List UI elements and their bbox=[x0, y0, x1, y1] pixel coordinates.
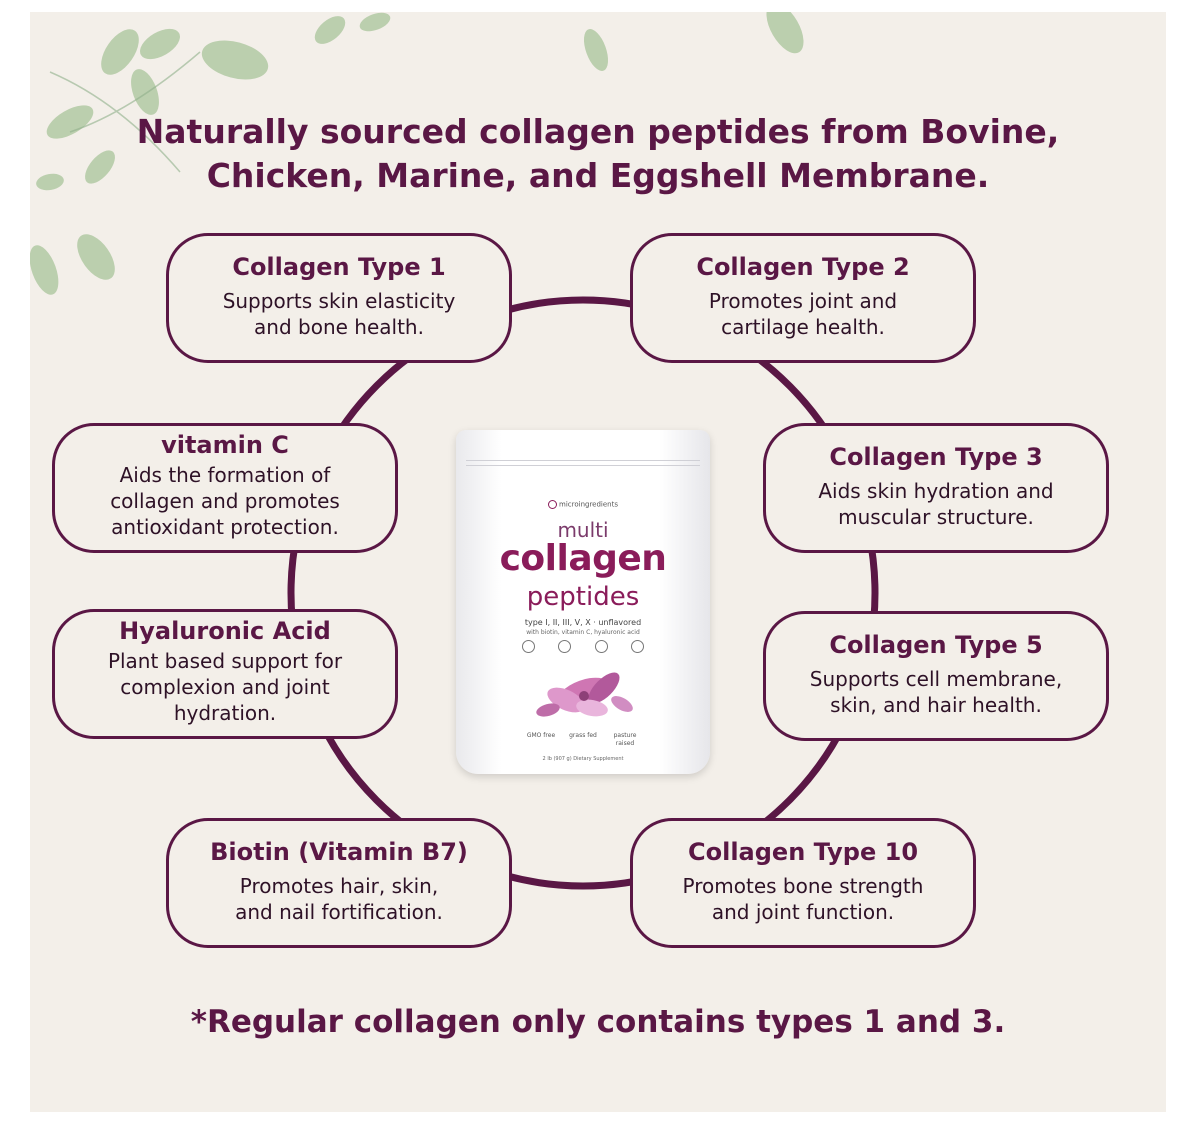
leaf-icon bbox=[140, 28, 180, 60]
card-description: Supports cell membrane, skin, and hair h… bbox=[809, 667, 1063, 717]
card-description: Aids skin hydration and muscular structu… bbox=[818, 479, 1054, 529]
leaf-icon bbox=[201, 40, 269, 80]
pouch-seal bbox=[466, 460, 700, 466]
headline-line-1: Naturally sourced collagen peptides from… bbox=[136, 112, 1060, 151]
badge-icon bbox=[594, 640, 608, 653]
brand-logo-icon bbox=[548, 500, 557, 509]
footnote: *Regular collagen only contains types 1 … bbox=[190, 1004, 1006, 1040]
flower-icon bbox=[536, 672, 633, 717]
card-title: Collagen Type 3 bbox=[829, 443, 1043, 471]
leaf-icon bbox=[36, 173, 64, 191]
connector-ring bbox=[287, 296, 879, 890]
claim-pasture: pasture raised bbox=[613, 732, 637, 747]
leaf-decoration bbox=[30, 12, 804, 295]
card-title: Collagen Type 5 bbox=[829, 631, 1043, 659]
product-badges bbox=[522, 640, 644, 653]
leaf-icon bbox=[101, 29, 139, 75]
card-vitamin-c: vitamin C Aids the formation of collagen… bbox=[52, 423, 398, 553]
product-weight: 2 lb (907 g) Dietary Supplement bbox=[542, 756, 624, 762]
badge-icon bbox=[630, 640, 644, 653]
product-types: type I, II, III, V, X · unflavored bbox=[524, 618, 642, 627]
leaf-icon bbox=[131, 69, 159, 115]
page-title: Naturally sourced collagen peptides from… bbox=[30, 110, 1166, 198]
product-name-line-3: peptides bbox=[526, 582, 640, 612]
card-title: Collagen Type 10 bbox=[687, 838, 919, 866]
card-biotin: Biotin (Vitamin B7) Promotes hair, skin,… bbox=[166, 818, 512, 948]
card-title: vitamin C bbox=[161, 431, 289, 459]
leaf-icon bbox=[30, 245, 59, 295]
card-title: Biotin (Vitamin B7) bbox=[210, 838, 468, 866]
claim-gmo: GMO free bbox=[526, 732, 556, 739]
card-collagen-type-2: Collagen Type 2 Promotes joint and carti… bbox=[630, 233, 976, 363]
leaf-icon bbox=[766, 12, 804, 54]
card-description: Plant based support for complexion and j… bbox=[107, 649, 343, 725]
infographic-panel: Naturally sourced collagen peptides from… bbox=[30, 12, 1166, 1112]
card-description: Promotes joint and cartilage health. bbox=[708, 289, 898, 339]
card-collagen-type-3: Collagen Type 3 Aids skin hydration and … bbox=[763, 423, 1109, 553]
claim-grass: grass fed bbox=[569, 732, 597, 739]
leaf-icon bbox=[583, 29, 609, 71]
card-title: Collagen Type 2 bbox=[696, 253, 910, 281]
card-description: Promotes hair, skin, and nail fortificat… bbox=[235, 874, 443, 924]
product-with: with biotin, vitamin C, hyaluronic acid bbox=[526, 629, 640, 636]
card-title: Collagen Type 1 bbox=[232, 253, 446, 281]
badge-icon bbox=[522, 640, 535, 653]
leaf-icon bbox=[77, 234, 115, 280]
product-name-line-1: multi bbox=[557, 518, 609, 542]
card-description: Supports skin elasticity and bone health… bbox=[222, 289, 456, 339]
card-description: Aids the formation of collagen and promo… bbox=[110, 463, 340, 539]
leaf-icon bbox=[46, 105, 94, 139]
headline-line-2: Chicken, Marine, and Eggshell Membrane. bbox=[206, 156, 990, 195]
product-pouch: microingredients multi collagen peptides… bbox=[456, 430, 710, 774]
leaf-icon bbox=[314, 16, 346, 44]
card-collagen-type-1: Collagen Type 1 Supports skin elasticity… bbox=[166, 233, 512, 363]
product-name-line-2: collagen bbox=[499, 538, 667, 579]
card-description: Promotes bone strength and joint functio… bbox=[682, 874, 924, 924]
brand-name: microingredients bbox=[559, 500, 618, 509]
card-hyaluronic-acid: Hyaluronic Acid Plant based support for … bbox=[52, 609, 398, 739]
badge-icon bbox=[558, 640, 572, 653]
leaf-icon bbox=[359, 12, 391, 32]
leaf-icon bbox=[85, 150, 115, 184]
product-claims: GMO free grass fed pasture raised bbox=[526, 732, 640, 748]
card-collagen-type-5: Collagen Type 5 Supports cell membrane, … bbox=[763, 611, 1109, 741]
card-title: Hyaluronic Acid bbox=[119, 617, 331, 645]
card-collagen-type-10: Collagen Type 10 Promotes bone strength … bbox=[630, 818, 976, 948]
